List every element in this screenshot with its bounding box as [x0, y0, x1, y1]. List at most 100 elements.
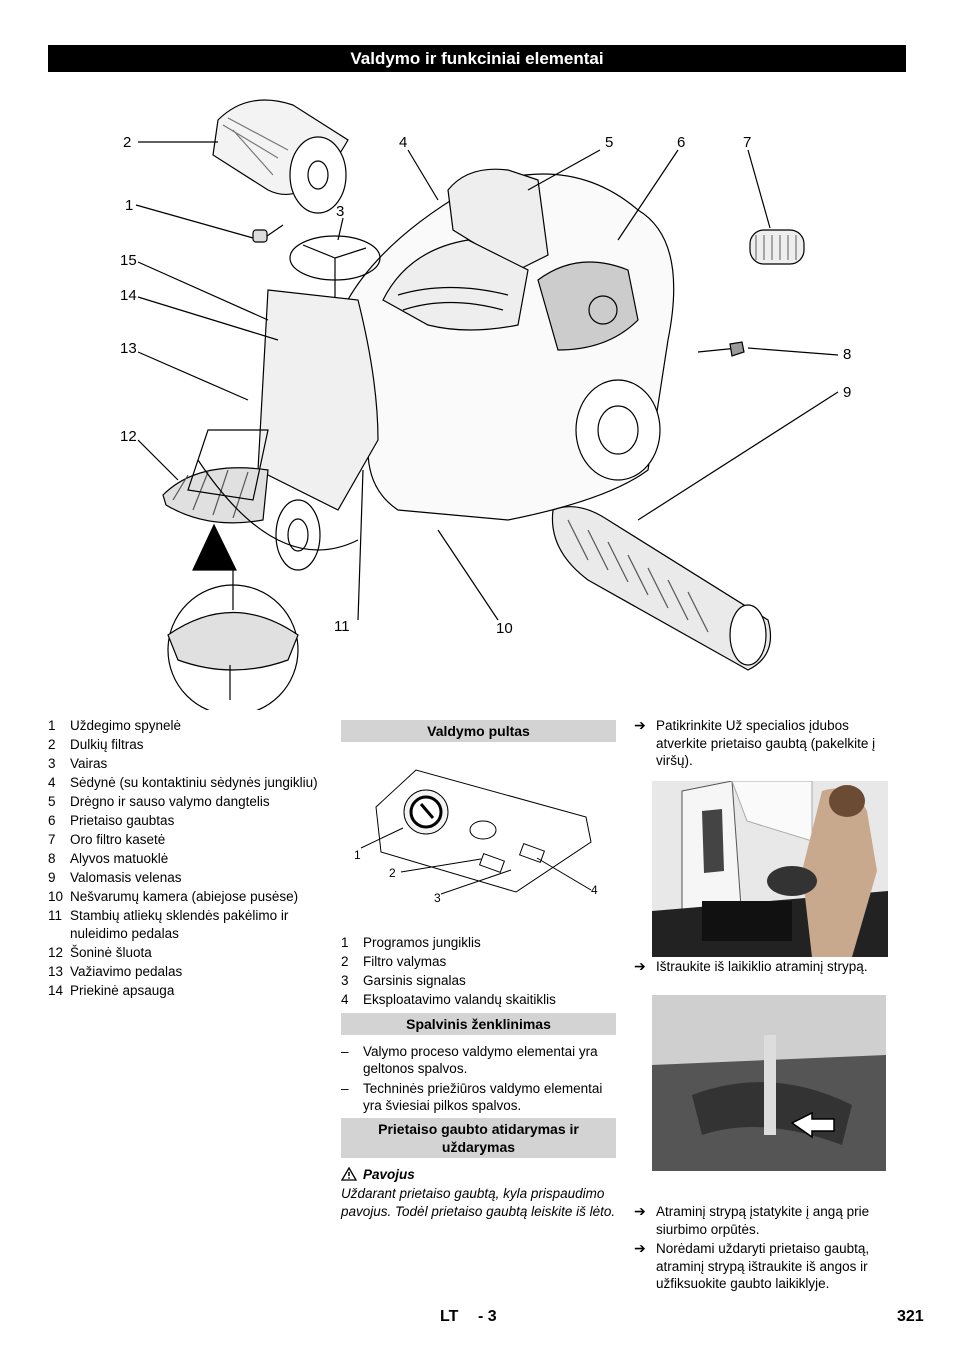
page-title: Valdymo ir funkciniai elementai — [48, 45, 906, 72]
callout-7: 7 — [743, 134, 752, 151]
item-text: Vairas — [70, 756, 108, 771]
step-item: ➔ Patikrinkite Už specialios įdubos atve… — [634, 717, 894, 770]
list-item: 3 Vairas — [48, 755, 318, 773]
color-coding-list: –Valymo proceso valdymo elementai yra ge… — [341, 1043, 616, 1115]
danger-text: Uždarant prietaiso gaubtą, kyla prispaud… — [341, 1186, 616, 1219]
callout-14: 14 — [120, 287, 137, 304]
list-item: 1 Programos jungiklis — [341, 934, 616, 952]
item-number: 1 — [341, 935, 349, 950]
step-item: ➔ Ištraukite iš laikiklio atraminį stryp… — [634, 958, 894, 976]
danger-label: Pavojus — [363, 1166, 415, 1182]
list-item: 13 Važiavimo pedalas — [48, 963, 318, 981]
right-column: ➔ Patikrinkite Už specialios įdubos atve… — [634, 717, 894, 770]
item-number: 4 — [341, 992, 349, 1007]
photo-support-rod-illustration — [652, 995, 886, 1171]
list-item: 2 Filtro valymas — [341, 953, 616, 971]
item-text: Priekinė apsauga — [70, 982, 175, 998]
section-heading-control-panel: Valdymo pultas — [341, 720, 616, 742]
item-number: 2 — [341, 954, 349, 969]
item-number: 13 — [48, 963, 64, 979]
danger-heading: Pavojus — [341, 1166, 616, 1184]
item-number: 1 — [48, 718, 56, 733]
sweeper-illustration — [135, 99, 839, 716]
photo-open-hood — [652, 781, 888, 957]
item-number: 12 — [48, 944, 64, 960]
item-number: 2 — [48, 737, 56, 752]
dash-mark: – — [341, 1043, 349, 1059]
callout-6: 6 — [677, 134, 686, 151]
danger-notice: Pavojus Uždarant prietaiso gaubtą, kyla … — [341, 1166, 616, 1221]
item-text: Dulkių filtras — [70, 737, 144, 752]
cp-callout-1: 1 — [354, 848, 361, 862]
cp-callout-2: 2 — [389, 866, 396, 880]
footer-lang: LT — [440, 1308, 459, 1325]
footer-page-sub: - 3 — [478, 1308, 497, 1326]
control-panel-diagram: 1 2 3 4 — [341, 762, 616, 907]
step-text: Patikrinkite Už specialios įdubos atverk… — [656, 718, 876, 768]
step-item: ➔ Norėdami uždaryti prietaiso gaubtą, at… — [634, 1240, 894, 1293]
item-text: Garsinis signalas — [363, 973, 466, 988]
item-text: Važiavimo pedalas — [70, 963, 183, 979]
list-item: –Techninės priežiūros valdymo elementai … — [341, 1080, 616, 1115]
callout-2: 2 — [123, 134, 132, 151]
item-number: 11 — [48, 908, 63, 923]
step-text: Norėdami uždaryti prietaiso gaubtą, atra… — [656, 1241, 870, 1291]
footer-page-number: 321 — [897, 1308, 924, 1325]
footer-page-sub-text: - 3 — [478, 1308, 497, 1325]
item-text: Valymo proceso valdymo elementai yra gel… — [363, 1043, 598, 1077]
machine-diagram: 2 1 3 15 14 13 12 4 5 6 7 8 9 11 10 — [48, 80, 906, 716]
list-item: 4 Eksploatavimo valandų skaitiklis — [341, 991, 616, 1009]
list-item: 14 Priekinė apsauga — [48, 982, 318, 1000]
item-number: 3 — [48, 756, 56, 771]
callout-5: 5 — [605, 134, 614, 151]
item-text: Programos jungiklis — [363, 935, 481, 950]
item-text: Oro filtro kasetė — [70, 832, 166, 847]
callout-13: 13 — [120, 340, 137, 357]
callout-4: 4 — [399, 134, 408, 151]
item-number: 8 — [48, 851, 56, 866]
item-number: 3 — [341, 973, 349, 988]
list-item: 11 Stambių atliekų sklendės pakėlimo ir n… — [48, 907, 318, 942]
steps-bottom: ➔ Atraminį strypą įstatykite į angą prie… — [634, 1203, 894, 1293]
item-number: 14 — [48, 982, 64, 998]
callout-12: 12 — [120, 428, 137, 445]
step2-block: ➔ Ištraukite iš laikiklio atraminį stryp… — [634, 958, 894, 976]
item-text: Sėdynė (su kontaktiniu sėdynės jungikliu… — [70, 775, 318, 790]
item-text: Stambių atliekų sklendės pakėlimo ir nul… — [70, 908, 289, 941]
callout-1: 1 — [125, 197, 134, 214]
callout-10: 10 — [496, 620, 513, 637]
arrow-icon: ➔ — [634, 717, 646, 733]
section-heading-color-coding: Spalvinis ženklinimas — [341, 1012, 616, 1035]
item-text: Eksploatavimo valandų skaitiklis — [363, 992, 556, 1007]
callout-15: 15 — [120, 252, 137, 269]
cp-callout-3: 3 — [434, 891, 441, 905]
arrow-icon: ➔ — [634, 1240, 646, 1256]
callout-11: 11 — [334, 618, 350, 635]
item-number: 10 — [48, 889, 64, 904]
item-number: 7 — [48, 832, 56, 847]
list-item: 2 Dulkių filtras — [48, 736, 318, 754]
item-text: Prietaiso gaubtas — [70, 813, 175, 828]
item-text: Techninės priežiūros valdymo elementai y… — [363, 1080, 603, 1114]
control-panel-list: 1 Programos jungiklis 2 Filtro valymas 3 Ga… — [341, 934, 616, 1009]
item-text: Drėgno ir sauso valymo dangtelis — [70, 794, 270, 809]
callout-9: 9 — [843, 384, 852, 401]
list-item: 10 Nešvarumų kamera (abiejose pusėse) — [48, 888, 318, 906]
item-text: Nešvarumų kamera (abiejose pusėse) — [70, 889, 299, 904]
warning-triangle-icon — [341, 1167, 357, 1181]
item-text: Filtro valymas — [363, 954, 447, 969]
cp-callout-4: 4 — [591, 883, 598, 897]
list-item: –Valymo proceso valdymo elementai yra ge… — [341, 1043, 616, 1078]
arrow-icon: ➔ — [634, 958, 646, 974]
arrow-icon: ➔ — [634, 1203, 646, 1219]
photo-support-rod — [652, 995, 886, 1171]
